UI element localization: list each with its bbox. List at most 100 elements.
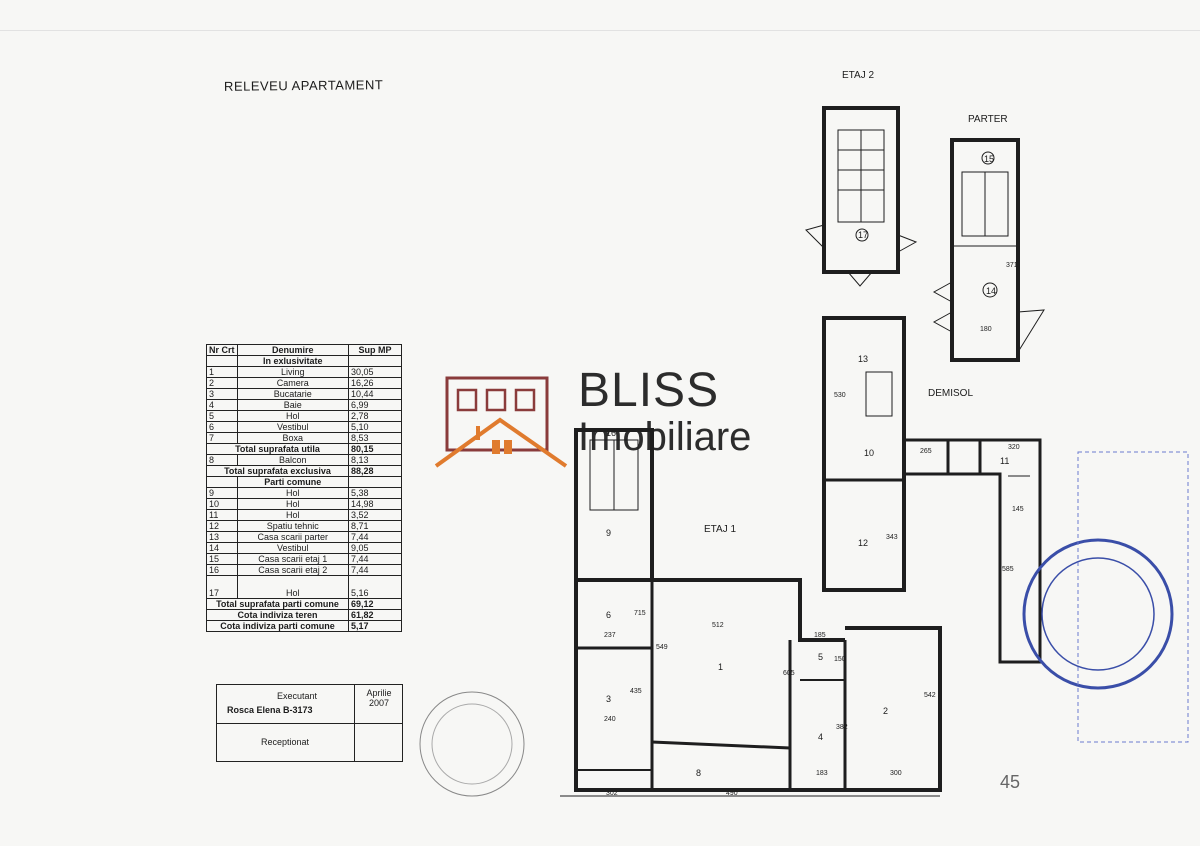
room-number: 16: [606, 428, 617, 438]
quota-common-label: Cota indiviza parti comune: [206, 620, 349, 632]
cell-nr: 14: [206, 542, 238, 554]
dimension: 605: [783, 670, 795, 677]
cell-nr: 7: [206, 432, 238, 444]
header-name: Denumire: [236, 344, 350, 356]
cell-area: 7,44: [348, 564, 402, 576]
dimension: 180: [980, 326, 992, 333]
cell-nr: 13: [206, 531, 238, 543]
dimension: 343: [886, 534, 898, 541]
dimension: 715: [634, 610, 646, 617]
signature-box: Executant Rosca Elena B-3173 Aprilie 200…: [216, 684, 403, 762]
cell-nr: 8: [206, 454, 238, 466]
dimension: 320: [1008, 444, 1020, 451]
room-number: 3: [606, 694, 612, 704]
signature-date: Aprilie 2007: [366, 688, 392, 708]
cell-nr: 5: [206, 410, 238, 422]
dimension: 382: [836, 724, 848, 731]
cell-area: 14,98: [348, 498, 402, 510]
room-number: 17: [858, 230, 869, 240]
cell-area: 6,99: [348, 399, 402, 411]
dimension: 300: [890, 770, 902, 777]
cell-area: 8,13: [348, 454, 402, 466]
area-table: Nr Crt Denumire Sup MP In exlusivitate 1…: [206, 344, 402, 632]
cell-name: Hol: [236, 410, 350, 422]
dimension: 435: [630, 688, 642, 695]
dimension: 490: [726, 790, 738, 797]
dimension: 183: [816, 770, 828, 777]
dimension: 302: [606, 790, 618, 797]
dimension: 265: [920, 448, 932, 455]
cell-nr: 10: [206, 498, 238, 510]
quota-land-value: 61,82: [348, 609, 402, 621]
cell-area: 10,44: [348, 388, 402, 400]
cell-area: 7,44: [348, 553, 402, 565]
cell-nr: 9: [206, 487, 238, 499]
page-number: 45: [1000, 772, 1021, 792]
official-stamps: [419, 451, 1189, 797]
section-row: In exlusivitate: [206, 355, 402, 367]
logo-subtitle: Imobiliare: [578, 415, 752, 459]
signature-row-executant: [217, 685, 402, 724]
dimension: 542: [924, 692, 936, 699]
dimension: 530: [834, 392, 846, 399]
room-number: 9: [606, 528, 612, 538]
cell-name: Living: [236, 366, 350, 378]
cell-nr: 4: [206, 399, 238, 411]
cell-area: 2,78: [348, 410, 402, 422]
dimension: 549: [656, 644, 668, 651]
room-number: 1: [718, 662, 724, 672]
basement-heading: DEMISOL: [928, 388, 974, 399]
cell-nr: 6: [206, 421, 238, 433]
cell-area: 9,05: [348, 542, 402, 554]
room-number: 12: [858, 538, 869, 548]
room-number: 13: [858, 354, 869, 364]
dimension: 585: [1002, 566, 1014, 573]
header-area: Sup MP: [348, 344, 402, 356]
cell-nr: 17: [206, 575, 238, 599]
cell-name: Baie: [236, 399, 350, 411]
table-header: Nr Crt Denumire Sup MP: [206, 344, 402, 356]
cell-name: Boxa: [236, 432, 350, 444]
executant-label: Executant: [277, 691, 318, 701]
cell-nr: 11: [206, 509, 238, 521]
dimension: 237: [604, 632, 616, 639]
room-number: 14: [986, 286, 997, 296]
room-number: 15: [984, 154, 995, 164]
section-common: Parti comune: [236, 476, 350, 488]
section-row: Parti comune: [206, 476, 402, 488]
signature-left-column: [217, 685, 355, 761]
room-number: 11: [1000, 456, 1010, 466]
total-common-label: Total suprafata parti comune: [206, 598, 349, 610]
cell-name: Casa scarii etaj 1: [236, 553, 350, 565]
cell-area: 3,52: [348, 509, 402, 521]
received-label: Receptionat: [261, 737, 310, 747]
page-title: RELEVEU APARTAMENT: [223, 77, 384, 94]
cell-area: 5,10: [348, 421, 402, 433]
cell-name: Hol: [236, 487, 350, 499]
cell-area: 5,16: [348, 575, 402, 599]
cell-area: 7,44: [348, 531, 402, 543]
cell-name: Camera: [236, 377, 350, 389]
ground-heading: PARTER: [968, 114, 1008, 125]
room-number: 6: [606, 610, 612, 620]
floor-1-plan: [560, 428, 942, 797]
executant-name: Rosca Elena B-3173: [227, 705, 313, 715]
floor-2-heading: ETAJ 2: [842, 70, 875, 81]
cell-name: Vestibul: [236, 421, 350, 433]
cell-nr: 2: [206, 377, 238, 389]
cell-name: Casa scarii etaj 2: [236, 564, 350, 576]
